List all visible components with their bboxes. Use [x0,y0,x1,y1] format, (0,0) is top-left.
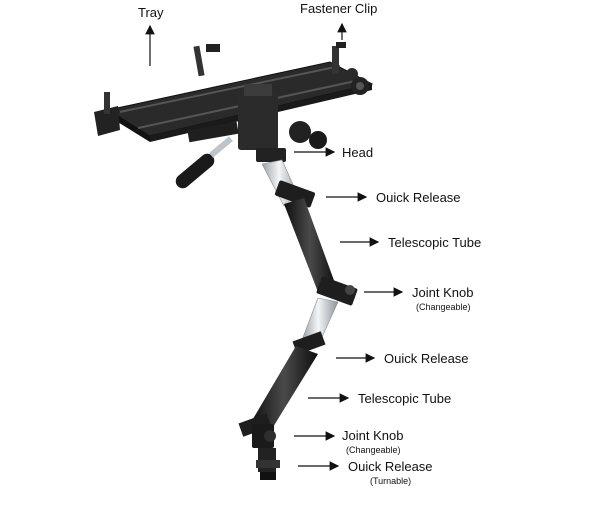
lower-arm [238,297,339,437]
joint-knob-1-label: Joint Knob [412,285,474,300]
quick-release-1-label: Ouick Release [376,190,461,205]
joint-knob-1-note: (Changeable) [416,302,471,312]
head-label: Head [342,145,374,160]
joint-knob-2-note: (Changeable) [346,445,401,455]
quick-release-2-label: Ouick Release [384,351,469,366]
telescopic-tube-1-label: Telescopic Tube [388,235,482,250]
tray-label: Tray [138,5,164,20]
base-mount [252,424,280,480]
joint-knob-2-label: Joint Knob [342,428,404,443]
telescopic-tube-2-label: Telescopic Tube [358,391,452,406]
upper-arm [261,159,358,306]
fastener-clip-label: Fastener Clip [300,1,378,16]
quick-release-3-note: (Turnable) [370,476,412,486]
head-assembly [175,84,327,189]
quick-release-3-label: Ouick Release [348,459,433,474]
